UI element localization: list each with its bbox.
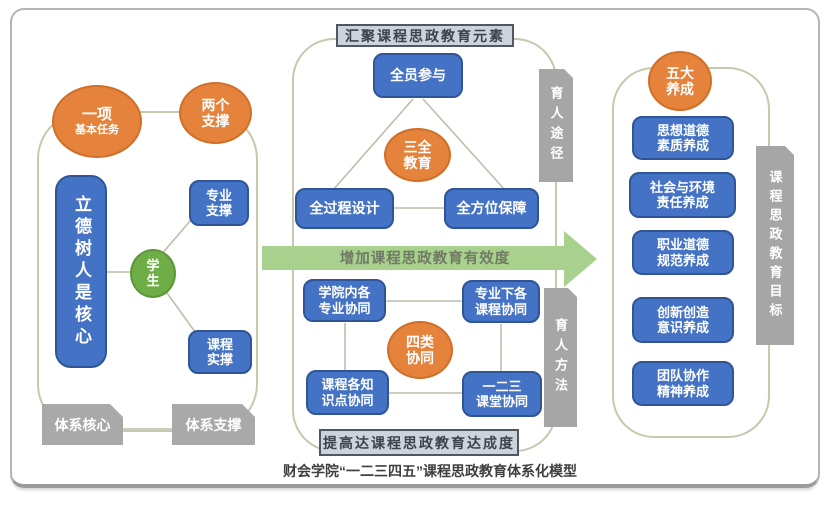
three-all-education-circle: 三全 教育 <box>384 128 451 182</box>
five-cultivations-circle: 五大 养成 <box>648 51 712 111</box>
education-path-tab: 育人途径 <box>539 69 573 182</box>
header-banner: 汇聚课程思政教育元素 <box>336 24 514 47</box>
core-mission-box: 立德树人是核心 <box>55 175 107 368</box>
one-task-subtitle: 基本任务 <box>75 123 119 136</box>
major-support-box: 专业 支撑 <box>189 180 249 226</box>
goal-box-innovation-awareness: 创新创造 意识养成 <box>632 297 734 343</box>
goal-box-teamwork-spirit: 团队协作 精神养成 <box>632 361 734 406</box>
knowledge-collaboration-box: 课程各知 识点协同 <box>306 370 389 415</box>
student-circle: 学 生 <box>130 249 176 298</box>
footer-banner: 提高达课程思政教育达成度 <box>319 429 519 456</box>
four-collaboration-circle: 四类 协同 <box>387 321 453 379</box>
diagram-caption: 财会学院“一二三四五”课程思政教育体系化模型 <box>283 463 577 479</box>
arrow-label: 增加课程思政教育有效度 <box>339 251 511 267</box>
education-goal-tab: 课程思政教育目标 <box>756 146 794 345</box>
one-task-title: 一项 <box>81 106 112 124</box>
system-core-tag: 体系核心 <box>42 404 123 445</box>
goal-box-professional-ethics: 职业道德 规范养成 <box>632 230 734 275</box>
course-support-box: 课程 实撑 <box>188 330 252 374</box>
left-panel-outline <box>37 111 258 432</box>
two-supports-bubble: 两个 支撑 <box>179 82 252 144</box>
college-collaboration-box: 学院内各 专业协同 <box>303 279 386 322</box>
goal-box-social-responsibility: 社会与环境 责任养成 <box>629 172 736 218</box>
all-round-guarantee-box: 全方位保障 <box>444 188 539 229</box>
whole-process-design-box: 全过程设计 <box>295 188 394 229</box>
major-collaboration-box: 专业下各 课程协同 <box>462 280 540 323</box>
system-support-tag: 体系支撑 <box>172 404 255 445</box>
education-method-tab: 育人方法 <box>544 288 577 427</box>
one-task-bubble: 一项 基本任务 <box>52 85 142 158</box>
goal-box-moral-quality: 思想道德 素质养成 <box>632 116 734 160</box>
full-participation-box: 全员参与 <box>373 53 463 98</box>
slide-card-border <box>10 8 820 488</box>
classroom-collaboration-box: 一二三 课堂协同 <box>462 371 542 417</box>
